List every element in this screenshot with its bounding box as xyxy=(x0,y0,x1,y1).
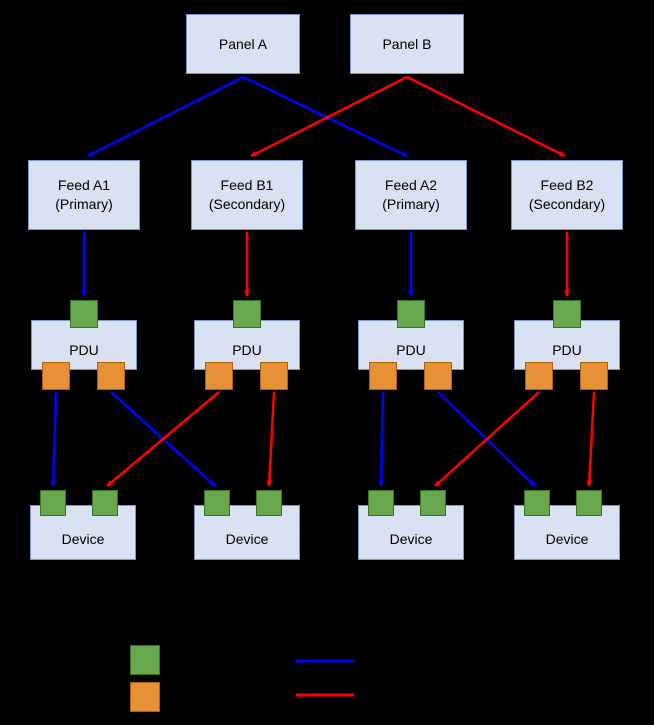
feed-a1-box: Feed A1 (Primary) xyxy=(28,160,140,230)
device-1-input-port-left xyxy=(40,490,66,516)
feed-a2-name: Feed A2 xyxy=(384,177,438,194)
pdu-1-output-port-left xyxy=(42,362,70,390)
device-4-label: Device xyxy=(545,531,589,548)
feed-a1-role: (Primary) xyxy=(55,196,113,212)
pdu-2-box: PDU xyxy=(194,320,300,370)
device-1-input-port-right xyxy=(92,490,118,516)
legend-output-port-swatch xyxy=(130,682,160,712)
feed-b2-name: Feed B2 xyxy=(540,177,594,194)
device-3-input-port-right xyxy=(420,490,446,516)
device-4-input-port-left xyxy=(524,490,550,516)
feed-b1-role: (Secondary) xyxy=(208,196,286,212)
panel-a-label: Panel A xyxy=(218,35,268,52)
panel-b-label: Panel B xyxy=(382,35,432,52)
feed-b2-role: (Secondary) xyxy=(528,196,606,212)
device-3-label: Device xyxy=(389,531,433,548)
arrow-panel-b-to-feed-b1 xyxy=(250,75,408,158)
pdu-3-input-port xyxy=(397,300,425,328)
pdu-3-box: PDU xyxy=(358,320,464,370)
pdu-3-output-port-right xyxy=(424,362,452,390)
pdu-4-output-port-right xyxy=(580,362,608,390)
pdu-3-output-port-left xyxy=(369,362,397,390)
arrow-pdu-2-to-device-1 xyxy=(106,391,220,487)
device-4-input-port-right xyxy=(576,490,602,516)
feed-a2-box: Feed A2 (Primary) xyxy=(355,160,467,230)
arrow-panel-a-to-feed-a1 xyxy=(87,75,244,158)
arrow-pdu-3-to-device-4 xyxy=(437,391,536,487)
pdu-4-box: PDU xyxy=(514,320,620,370)
feed-a2-role: (Primary) xyxy=(382,196,440,212)
pdu-2-input-port xyxy=(233,300,261,328)
device-3-box: Device xyxy=(358,505,464,560)
device-2-label: Device xyxy=(225,531,269,548)
pdu-2-output-port-right xyxy=(260,362,288,390)
pdu-2-output-port-left xyxy=(205,362,233,390)
panel-b-box: Panel B xyxy=(350,14,464,74)
arrow-pdu-2-to-device-2 xyxy=(266,391,276,487)
arrow-panel-a-to-feed-a2 xyxy=(242,75,408,158)
panel-a-box: Panel A xyxy=(186,14,300,74)
device-1-label: Device xyxy=(61,531,105,548)
arrow-pdu-4-to-device-4 xyxy=(586,391,596,487)
arrow-pdu-3-to-device-3 xyxy=(378,391,385,487)
pdu-4-label: PDU xyxy=(552,341,582,358)
pdu-4-output-port-left xyxy=(525,362,553,390)
pdu-3-label: PDU xyxy=(396,341,426,358)
arrow-panel-b-to-feed-b2 xyxy=(406,75,566,158)
legend-input-port-swatch xyxy=(130,645,160,675)
pdu-2-label: PDU xyxy=(232,341,262,358)
feed-b1-name: Feed B1 xyxy=(220,177,274,194)
arrow-pdu-4-to-device-3 xyxy=(434,391,540,487)
device-2-input-port-right xyxy=(256,490,282,516)
feed-b2-box: Feed B2 (Secondary) xyxy=(511,160,623,230)
feed-a1-name: Feed A1 xyxy=(57,177,111,194)
pdu-1-box: PDU xyxy=(31,320,137,370)
pdu-1-label: PDU xyxy=(69,341,99,358)
device-2-input-port-left xyxy=(204,490,230,516)
device-3-input-port-left xyxy=(368,490,394,516)
pdu-4-input-port xyxy=(553,300,581,328)
pdu-1-input-port xyxy=(70,300,98,328)
feed-b1-box: Feed B1 (Secondary) xyxy=(191,160,303,230)
pdu-1-output-port-right xyxy=(97,362,125,390)
arrow-pdu-1-to-device-2 xyxy=(110,391,216,487)
arrow-pdu-1-to-device-1 xyxy=(50,391,58,487)
